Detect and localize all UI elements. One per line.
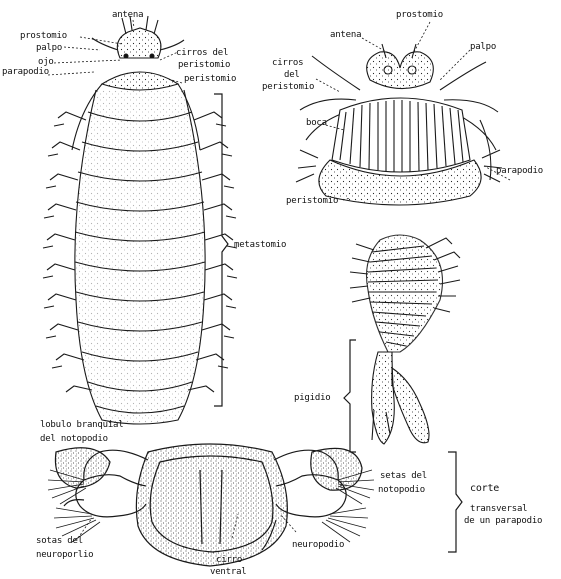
label-lobulo-1: lobulo branquial [40, 420, 124, 430]
label-antena-dorsal: antena [112, 10, 143, 20]
label-cirro-1: cirro [216, 555, 242, 565]
label-setas-noto-1: setas del [380, 471, 427, 481]
label-peristomio-head: peristomio [286, 196, 338, 206]
cross-section [48, 444, 462, 566]
label-cirros-dorsal-1: cirros del [176, 48, 228, 58]
label-boca: boca [306, 118, 327, 128]
label-antena-head: antena [330, 30, 361, 40]
tail-view [344, 235, 460, 452]
label-setas-noto-2: notopodio [378, 485, 425, 495]
head-view [296, 44, 502, 205]
label-corte-2: transversal [470, 504, 527, 514]
label-cirros-head-2: del [284, 70, 300, 80]
label-cirros-head-1: cirros [272, 58, 303, 68]
label-palpo-dorsal: palpo [36, 43, 62, 53]
label-prostomio-head: prostomio [396, 10, 443, 20]
label-ojo-dorsal: ojo [38, 57, 54, 67]
label-cirros-head-3: peristomio [262, 82, 314, 92]
label-palpo-head: palpo [470, 42, 496, 52]
label-lobulo-2: del notopodio [40, 434, 108, 444]
label-metastomio: metastomio [234, 240, 286, 250]
label-prostomio-dorsal: prostomio [20, 31, 67, 41]
label-parapodio-head: parapodio [496, 166, 543, 176]
label-setas-neuro-1: sotas del [36, 536, 83, 546]
label-cirros-dorsal-2: peristomio [178, 60, 230, 70]
label-corte-3: de un parapodio [464, 516, 542, 526]
label-setas-neuro-2: neuroporlio [36, 550, 93, 560]
label-parapodio-dorsal: parapodio [2, 67, 49, 77]
label-neuropodio: neuropodio [292, 540, 344, 550]
label-cirro-2: ventral [210, 567, 247, 577]
label-pigidio: pigidio [294, 393, 331, 403]
label-corte-1: corte [470, 484, 499, 494]
label-peristomio-dorsal: peristomio [184, 74, 236, 84]
